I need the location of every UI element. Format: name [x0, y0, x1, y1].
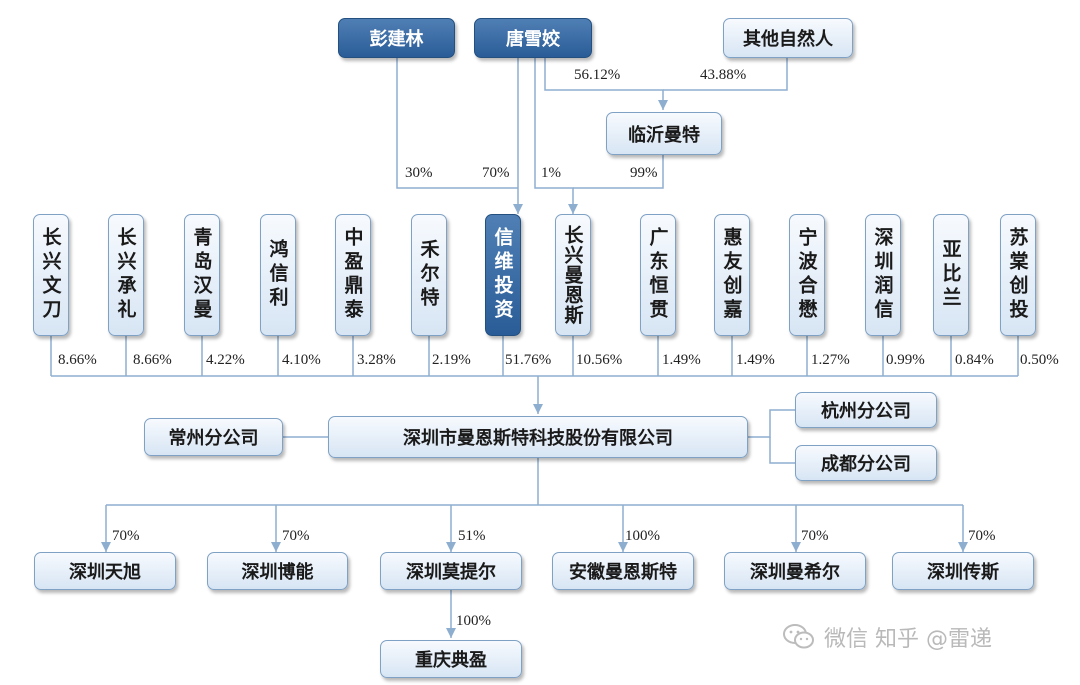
- holder-sutang-chuangtou: 苏棠创投: [1000, 214, 1036, 336]
- pct-holder-changxing-chengli: 8.66%: [133, 352, 172, 368]
- sub-anhui-manensite: 安徽曼恩斯特: [552, 552, 694, 590]
- sub-shenzhen-boneng: 深圳博能: [207, 552, 348, 590]
- pct-tang-linyi: 56.12%: [574, 67, 621, 83]
- pct-holder-ningbo-hemao: 1.27%: [811, 352, 850, 368]
- holder-zhongying-dingtai: 中盈鼎泰: [335, 214, 371, 336]
- pct-holder-huiyou-chuangjia: 1.49%: [736, 352, 775, 368]
- holder-guangdong-hengguan: 广东恒贯: [640, 214, 676, 336]
- pct-sub-motier: 51%: [458, 528, 486, 544]
- branch-chengdu: 成都分公司: [795, 445, 937, 481]
- pct-sub-anhui-manensite: 100%: [625, 528, 660, 544]
- holder-xinwei-investment: 信维投资: [485, 214, 521, 336]
- pct-linyi-changxing: 99%: [630, 165, 658, 181]
- holder-heerte: 禾尔特: [411, 214, 447, 336]
- pct-holder-guangdong-hengguan: 1.49%: [662, 352, 701, 368]
- pct-holder-xinwei-investment: 51.76%: [505, 352, 552, 368]
- pct-sub-boneng: 70%: [282, 528, 310, 544]
- sub-chongqing-dianying: 重庆典盈: [380, 640, 522, 678]
- holder-qingdao-hanman: 青岛汉曼: [184, 214, 220, 336]
- holder-changxing-wendao: 长兴文刀: [33, 214, 69, 336]
- holder-huiyou-chuangjia: 惠友创嘉: [714, 214, 750, 336]
- pct-holder-hongxinli: 4.10%: [282, 352, 321, 368]
- pct-tang-xinwei: 70%: [482, 165, 510, 181]
- holder-shenzhen-runxin: 深圳润信: [865, 214, 901, 336]
- pct-tang-changxing: 1%: [541, 165, 561, 181]
- pct-holder-yabilan: 0.84%: [955, 352, 994, 368]
- shareholder-peng-jianlin: 彭建林: [338, 18, 455, 58]
- branch-changzhou: 常州分公司: [144, 418, 283, 456]
- pct-grandchild-dianying: 100%: [456, 613, 491, 629]
- holder-ningbo-hemao: 宁波合懋: [789, 214, 825, 336]
- sub-shenzhen-tianxu: 深圳天旭: [34, 552, 176, 590]
- shareholder-other-individuals: 其他自然人: [723, 18, 853, 58]
- pct-holder-qingdao-hanman: 4.22%: [206, 352, 245, 368]
- watermark-text: 微信 知乎 @雷递: [824, 627, 992, 652]
- pct-peng-xinwei: 30%: [405, 165, 433, 181]
- pct-holder-sutang-chuangtou: 0.50%: [1020, 352, 1059, 368]
- holder-hongxinli: 鸿信利: [260, 214, 296, 336]
- pct-holder-shenzhen-runxin: 0.99%: [886, 352, 925, 368]
- branch-hangzhou: 杭州分公司: [795, 392, 937, 428]
- pct-holder-zhongying-dingtai: 3.28%: [357, 352, 396, 368]
- company-main: 深圳市曼恩斯特科技股份有限公司: [328, 416, 748, 458]
- holder-changxing-chengli: 长兴承礼: [108, 214, 144, 336]
- wechat-icon: [783, 624, 814, 649]
- pct-sub-chuansi: 70%: [968, 528, 996, 544]
- sub-shenzhen-manxier: 深圳曼希尔: [724, 552, 866, 590]
- pct-sub-tianxu: 70%: [112, 528, 140, 544]
- watermark: 微信 知乎 @雷递: [782, 621, 992, 653]
- holder-yabilan: 亚比兰: [933, 214, 969, 336]
- pct-holder-changxing-manensi: 10.56%: [576, 352, 623, 368]
- shareholder-tang-xuejiao: 唐雪姣: [474, 18, 592, 58]
- pct-others-linyi: 43.88%: [700, 67, 747, 83]
- pct-holder-changxing-wendao: 8.66%: [58, 352, 97, 368]
- linyi-mante: 临沂曼特: [606, 112, 722, 155]
- holder-changxing-manensi: 长兴曼恩斯: [555, 214, 591, 336]
- sub-shenzhen-motier: 深圳莫提尔: [380, 552, 522, 590]
- pct-holder-heerte: 2.19%: [432, 352, 471, 368]
- sub-shenzhen-chuansi: 深圳传斯: [892, 552, 1034, 590]
- pct-sub-manxier: 70%: [801, 528, 829, 544]
